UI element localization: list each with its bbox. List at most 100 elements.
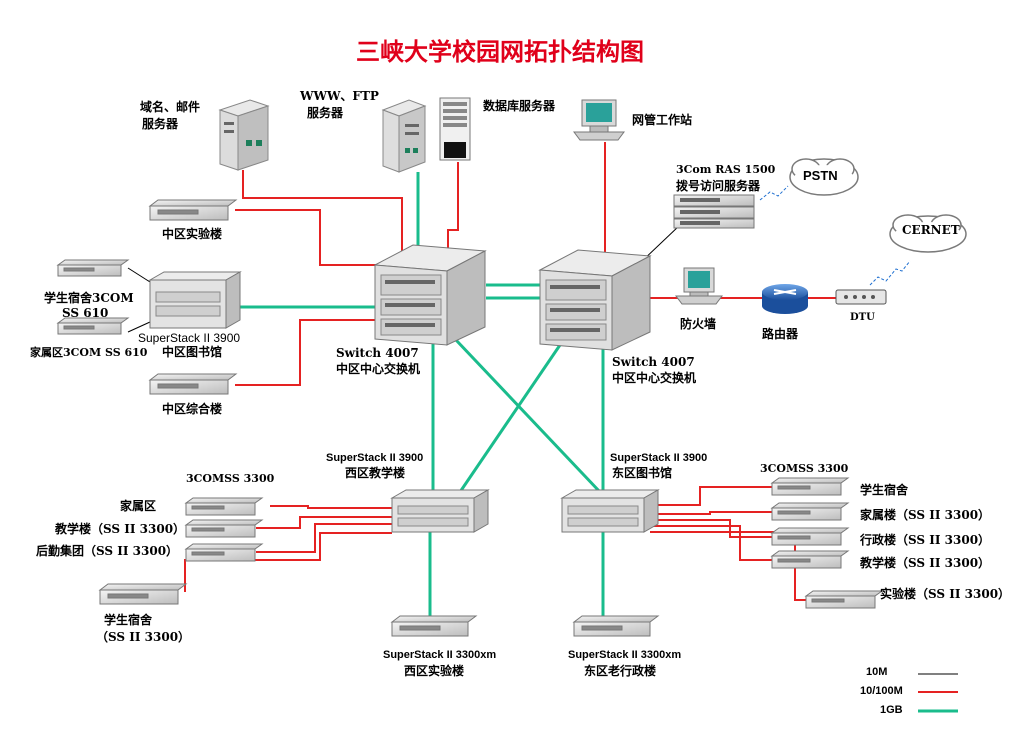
- label-east-lab2: 实验楼（SS II 3300）: [880, 587, 1010, 601]
- label-domain-server-1: 域名、邮件: [140, 100, 201, 114]
- label-mid-general: 中区综合楼: [162, 402, 223, 416]
- label-web-server-2: 服务器: [307, 106, 344, 120]
- label-east-family: 家属楼（SS II 3300）: [860, 508, 991, 522]
- label-dorm-3com-2: SS 610: [62, 306, 109, 320]
- label-west-logistics: 后勤集团（SS II 3300）: [36, 544, 179, 558]
- link-dorm610-lib: [127, 267, 151, 283]
- link-west-dorm: [184, 532, 392, 592]
- label-switch-right-1: Switch 4007: [612, 355, 695, 369]
- label-west-dorm-2: （SS II 3300）: [96, 630, 191, 644]
- links-100m: [184, 142, 836, 601]
- label-cernet: CERNET: [902, 223, 960, 237]
- link-switch-east-cross: [454, 338, 602, 494]
- legend-label-10m: 10M: [866, 666, 888, 678]
- east-teach-switch-icon: [770, 550, 850, 569]
- label-west-core-2: 西区教学楼: [345, 466, 406, 480]
- label-dorm-3com-1: 学生宿舍3COM: [44, 291, 134, 305]
- links-10m: [127, 224, 958, 675]
- pstn-cloud-icon: [789, 158, 859, 196]
- link-midlab-switch: [235, 209, 378, 266]
- label-east-lab-2: 东区老行政楼: [584, 664, 657, 678]
- legend-label-100m: 10/100M: [860, 685, 903, 697]
- link-midgen-switch: [235, 319, 378, 386]
- label-mid-library-2: 中区图书馆: [162, 345, 223, 359]
- west-core-switch-icon: [390, 489, 490, 533]
- cernet-cloud-icon: [889, 214, 967, 253]
- wireless-links: [759, 185, 911, 286]
- link-west-family: [270, 505, 392, 509]
- label-east-admin: 行政楼（SS II 3300）: [860, 533, 991, 547]
- dtu-icon: [835, 289, 887, 305]
- east-core-switch-icon: [560, 489, 660, 533]
- east-lab-switch-icon: [572, 615, 660, 637]
- link-west-teach: [256, 516, 392, 529]
- label-west-lab-1: SuperStack II 3300xm: [383, 649, 497, 661]
- link-family610-lib: [127, 321, 151, 333]
- label-west-dorm-1: 学生宿舍: [104, 613, 153, 627]
- west-teach-switch-icon: [184, 519, 264, 538]
- label-mid-lab: 中区实验楼: [162, 227, 223, 241]
- label-west-family: 家属区: [120, 499, 157, 513]
- label-west-ss3300: 3COMSS 3300: [186, 472, 275, 485]
- firewall-icon: [675, 267, 723, 305]
- link-east-family: [650, 511, 772, 515]
- label-east-lab-1: SuperStack II 3300xm: [568, 649, 682, 661]
- links-1gb: [240, 172, 605, 618]
- link-west-logistics: [256, 523, 392, 553]
- mid-lab-switch-icon: [148, 199, 238, 221]
- east-admin-switch-icon: [770, 527, 850, 546]
- label-router: 路由器: [762, 327, 799, 341]
- east-dorm-switch-icon: [770, 477, 850, 496]
- label-ras-2: 拨号访问服务器: [676, 179, 761, 193]
- label-mid-library-1: SuperStack II 3900: [138, 331, 241, 345]
- label-east-teach: 教学楼（SS II 3300）: [860, 556, 991, 570]
- www-ftp-server-icon: [381, 99, 427, 173]
- domain-mail-server-icon: [218, 99, 270, 171]
- core-switch-right-icon: [538, 249, 652, 351]
- mid-library-switch-icon: [148, 271, 242, 329]
- label-switch-right-2: 中区中心交换机: [612, 371, 697, 385]
- east-lab2-switch-icon: [804, 590, 884, 609]
- label-ras-1: 3Com RAS 1500: [676, 163, 776, 176]
- ras-server-icon: [673, 194, 755, 229]
- router-icon: [762, 284, 808, 314]
- west-family-switch-icon: [184, 497, 264, 516]
- label-east-core-1: SuperStack II 3900: [610, 452, 708, 464]
- label-domain-server-2: 服务器: [142, 117, 179, 131]
- link-domain-switch: [242, 170, 403, 255]
- west-lab-switch-icon: [390, 615, 478, 637]
- wave-cernet: [869, 260, 911, 286]
- label-firewall: 防火墙: [680, 317, 717, 331]
- link-east-teach: [650, 525, 772, 561]
- link-east-dorm: [650, 486, 772, 506]
- label-db-server: 数据库服务器: [483, 99, 556, 113]
- mid-general-switch-icon: [148, 373, 238, 395]
- label-east-dorm: 学生宿舍: [860, 483, 909, 497]
- legend-label-1gb: 1GB: [880, 704, 903, 716]
- label-west-teach: 教学楼（SS II 3300）: [55, 522, 186, 536]
- management-workstation-icon: [573, 99, 625, 141]
- west-dorm-switch-icon: [98, 583, 188, 605]
- dorm-ss610-switch-icon: [56, 259, 130, 277]
- label-west-lab-2: 西区实验楼: [404, 664, 465, 678]
- label-family-3com: 家属区3COM SS 610: [30, 346, 148, 359]
- label-switch-left-2: 中区中心交换机: [336, 362, 421, 376]
- diagram-title: 三峡大学校园网拓扑结构图: [356, 38, 644, 66]
- link-switchr-west-cross: [458, 344, 562, 493]
- database-server-icon: [439, 97, 471, 161]
- link-east-admin: [650, 519, 772, 538]
- west-logistics-switch-icon: [184, 543, 264, 562]
- label-west-core-1: SuperStack II 3900: [326, 452, 424, 464]
- label-dtu: DTU: [850, 312, 875, 323]
- label-east-core-2: 东区图书馆: [612, 466, 673, 480]
- core-switch-left-icon: [373, 244, 487, 346]
- label-mgmt-station: 网管工作站: [632, 113, 693, 127]
- label-switch-left-1: Switch 4007: [336, 346, 419, 360]
- family-ss610-switch-icon: [56, 317, 130, 335]
- wave-pstn: [759, 185, 789, 201]
- label-pstn: PSTN: [803, 168, 838, 183]
- link-db-switch: [447, 162, 459, 255]
- label-web-server-1: WWW、FTP: [300, 89, 379, 103]
